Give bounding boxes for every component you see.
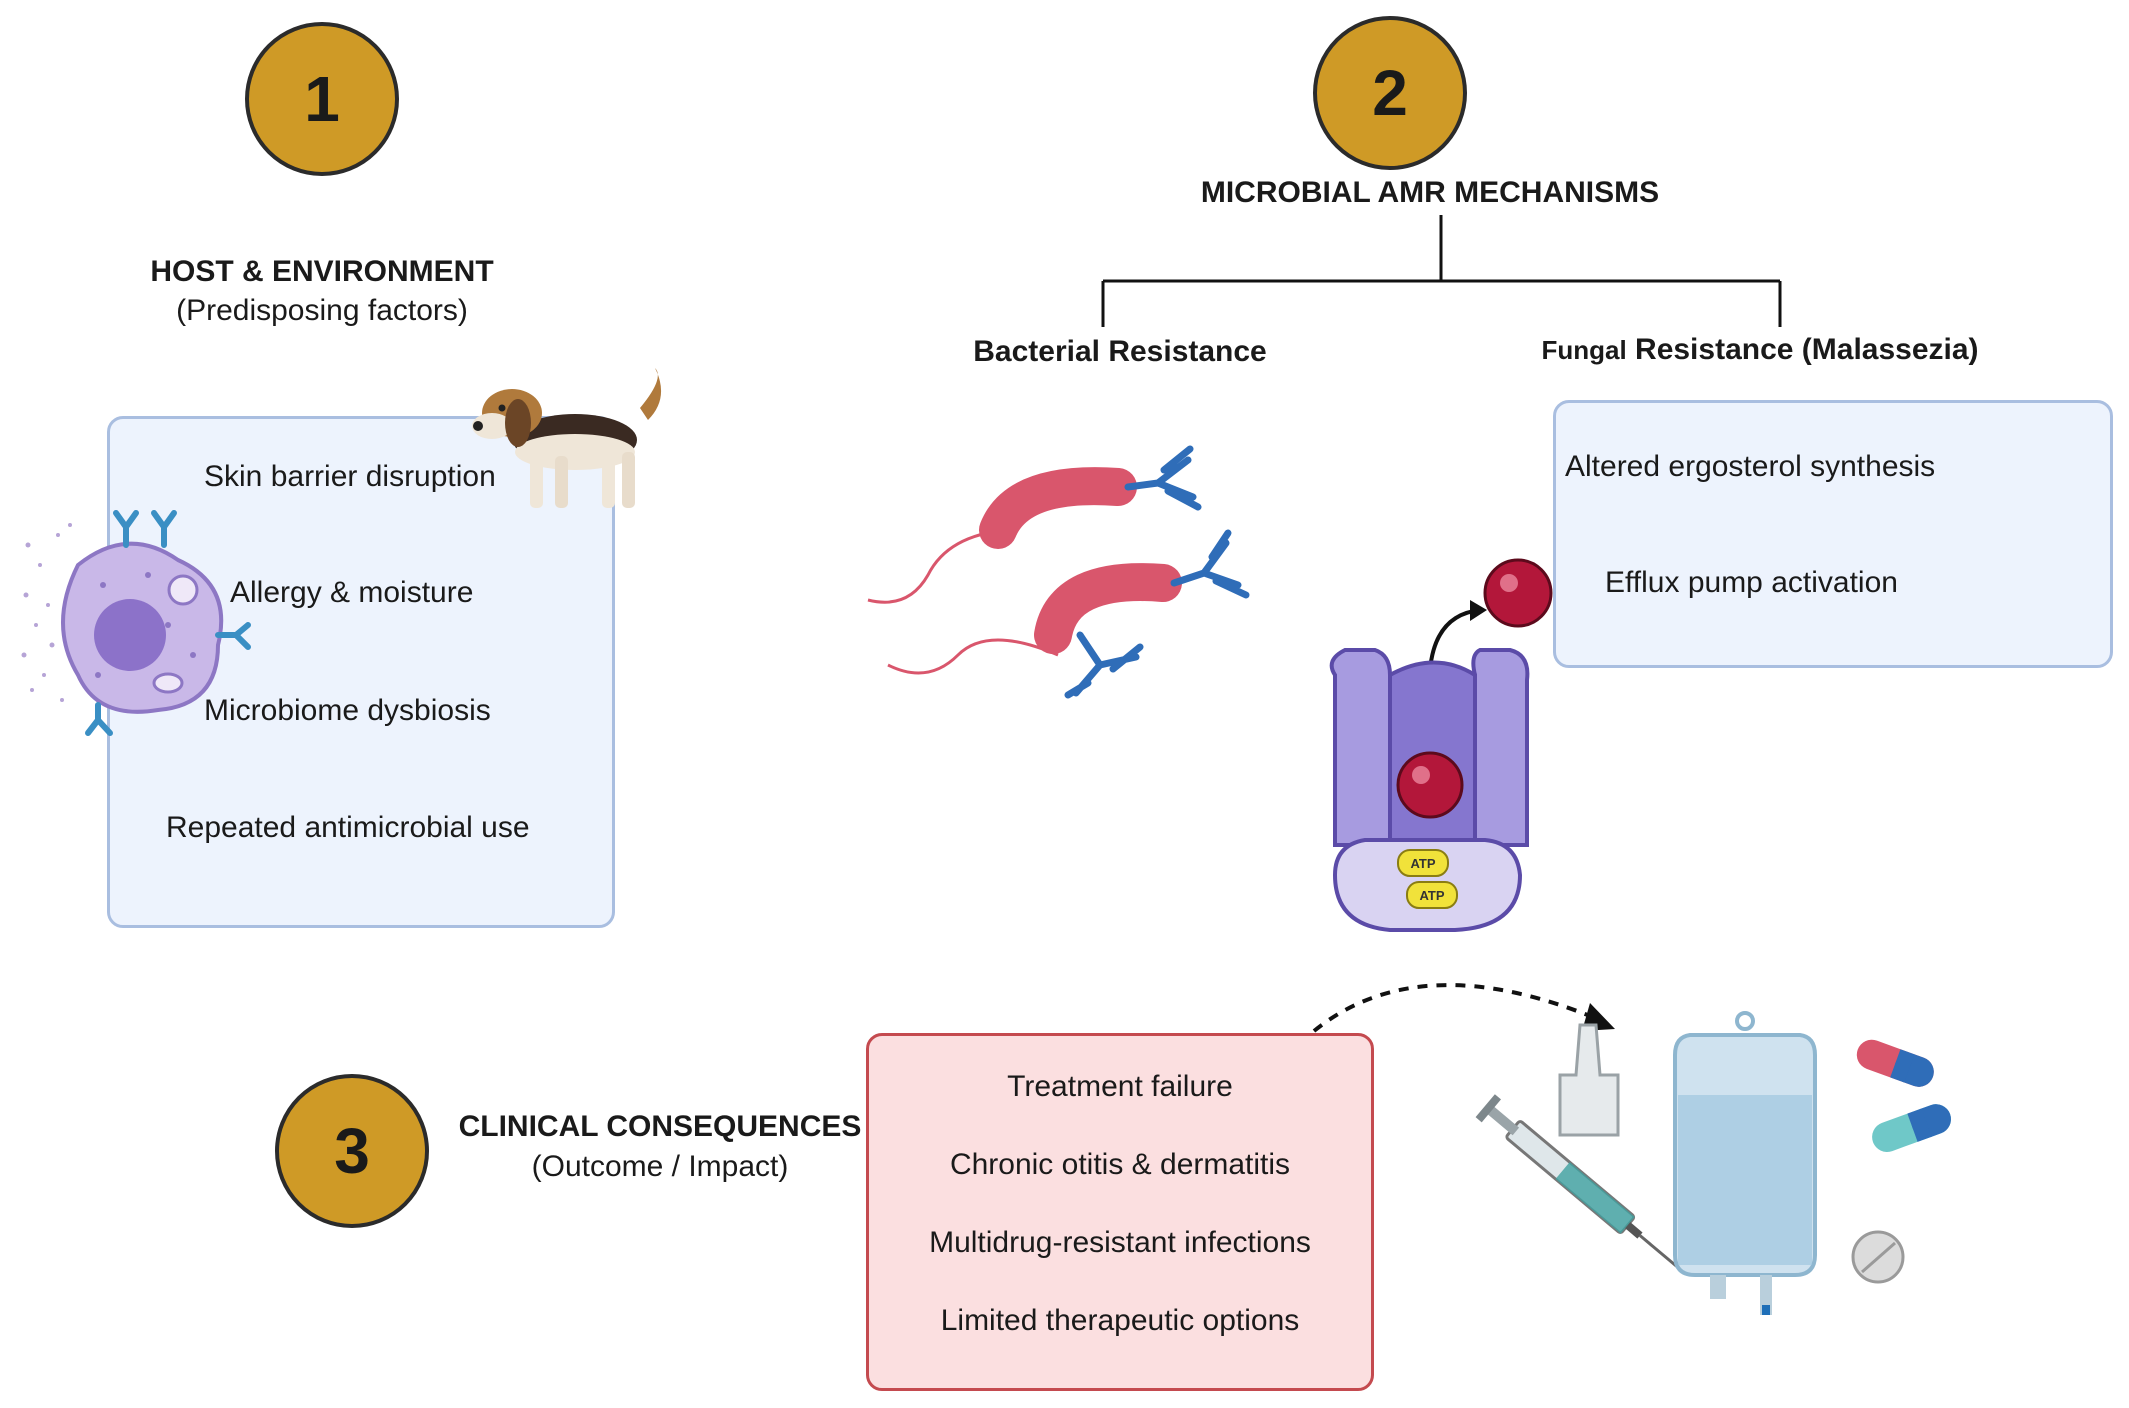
host-item-dysbiosis: Microbiome dysbiosis: [204, 694, 491, 727]
fungal-label-rest: Resistance (Malassezia): [1626, 333, 1979, 366]
bacteria-antibody-icon: [867, 445, 1250, 699]
atp-label-1: ATP: [1410, 856, 1435, 871]
step-2-number: 2: [1372, 57, 1408, 129]
microbial-title: MICROBIAL AMR MECHANISMS: [1200, 176, 1660, 209]
immune-cell-icon: [21, 510, 251, 736]
host-subtitle: (Predisposing factors): [176, 294, 468, 327]
fungal-mechanisms-box: [1553, 400, 2113, 668]
clinical-subtitle: (Outcome / Impact): [531, 1150, 789, 1183]
atp-label-2: ATP: [1419, 888, 1444, 903]
mechanism-branch-connector: [1101, 215, 1782, 327]
bacterial-resistance-label: Bacterial Resistance: [973, 335, 1267, 368]
clinical-item-limited-options: Limited therapeutic options: [940, 1304, 1300, 1337]
dog-icon: [472, 368, 662, 508]
efflux-pump-icon: ATP ATP: [1329, 558, 1553, 932]
fungal-item-efflux-pump: Efflux pump activation: [1605, 566, 1898, 599]
fungal-label-prefix: Fungal: [1541, 335, 1627, 365]
host-item-antimicrobial-use: Repeated antimicrobial use: [166, 811, 530, 844]
step-1-badge: 1: [245, 22, 399, 176]
host-item-skin-barrier: Skin barrier disruption: [204, 460, 496, 493]
clinical-title: CLINICAL CONSEQUENCES: [458, 1110, 862, 1143]
medications-icon: [1475, 1011, 1951, 1315]
step-1-number: 1: [304, 63, 340, 135]
step-3-number: 3: [334, 1115, 370, 1187]
host-item-allergy: Allergy & moisture: [230, 576, 474, 609]
step-3-badge: 3: [275, 1074, 429, 1228]
fungal-item-ergosterol: Altered ergosterol synthesis: [1565, 450, 1936, 483]
step-2-badge: 2: [1313, 16, 1467, 170]
host-title: HOST & ENVIRONMENT: [150, 255, 494, 288]
clinical-item-treatment-failure: Treatment failure: [1007, 1070, 1233, 1103]
clinical-item-chronic-otitis: Chronic otitis & dermatitis: [949, 1148, 1291, 1181]
clinical-item-mdr-infections: Multidrug-resistant infections: [929, 1226, 1311, 1259]
fungal-resistance-label: Fungal Resistance (Malassezia): [1525, 333, 1995, 367]
clinical-consequences-box: [866, 1033, 1374, 1391]
